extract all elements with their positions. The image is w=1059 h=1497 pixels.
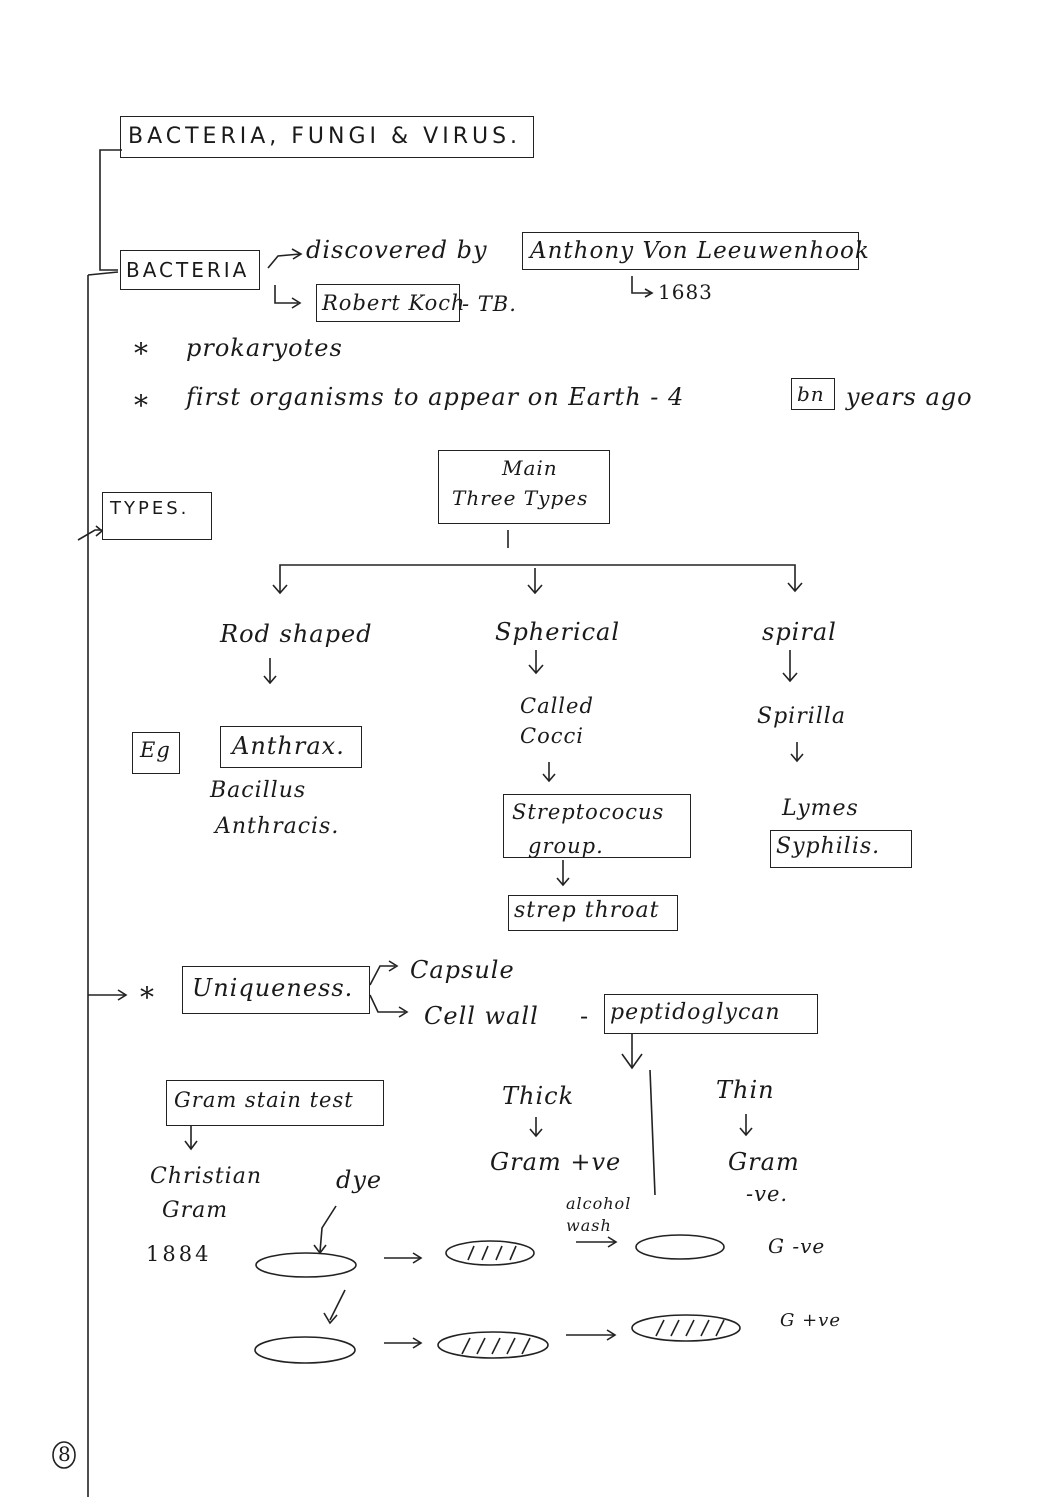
eg-label: Eg xyxy=(140,738,171,762)
gram-positive: Gram +ve xyxy=(490,1148,622,1176)
bacillus-line2: Anthracis. xyxy=(215,814,340,839)
billion-abbrev: bn xyxy=(797,382,825,406)
strep-line1: Streptococus xyxy=(512,800,665,824)
cell-stained-2 xyxy=(437,1331,549,1359)
peptidoglycan-box xyxy=(604,994,818,1034)
strep-line2: group. xyxy=(528,834,604,858)
cell-wall-dash: - xyxy=(580,1002,590,1030)
gram-stain-box xyxy=(166,1080,384,1126)
thin: Thin xyxy=(716,1076,775,1104)
cell-decolorized xyxy=(635,1234,725,1260)
dye-label: dye xyxy=(336,1166,383,1194)
capsule: Capsule xyxy=(410,956,515,984)
alcohol-line1: alcohol xyxy=(566,1194,632,1213)
result-gram-positive: G +ve xyxy=(780,1310,842,1331)
gram-stain-label: Gram stain test xyxy=(174,1088,354,1112)
discoverer-name: Anthony Von Leeuwenhook xyxy=(530,238,870,264)
bullet-1: * xyxy=(134,337,149,370)
eg-box xyxy=(132,732,180,774)
spirilla: Spirilla xyxy=(757,704,846,729)
koch-note: - TB. xyxy=(462,292,517,316)
types-label: TYPES. xyxy=(110,498,190,519)
bn-box xyxy=(791,378,835,410)
cell-unstained-1 xyxy=(255,1252,357,1278)
main-types-box xyxy=(438,450,610,524)
peptidoglycan: peptidoglycan xyxy=(610,1000,781,1025)
bracket-title-bacteria xyxy=(99,149,122,271)
gram-negative-line1: Gram xyxy=(728,1148,800,1176)
main-types-line2: Three Types xyxy=(452,486,589,510)
fact-prokaryotes: prokaryotes xyxy=(186,334,343,362)
rod-shaped: Rod shaped xyxy=(220,620,373,648)
main-types-line1: Main xyxy=(502,456,558,480)
strep-throat-box xyxy=(508,895,678,931)
called-line2: Cocci xyxy=(520,724,584,748)
koch-name: Robert Koch xyxy=(322,291,466,315)
spiral: spiral xyxy=(762,618,837,646)
strep-box xyxy=(503,794,691,858)
fact-first-organisms: first organisms to appear on Earth - 4 xyxy=(186,383,685,411)
anthrax: Anthrax. xyxy=(232,732,345,760)
years-ago: years ago xyxy=(846,383,973,411)
bacteria-label: BACTERIA xyxy=(126,258,250,282)
strep-throat: strep throat xyxy=(514,898,660,923)
thick: Thick xyxy=(502,1082,575,1110)
cell-unstained-2 xyxy=(254,1336,356,1364)
cell-wall: Cell wall xyxy=(424,1002,539,1030)
gram-year: 1884 xyxy=(146,1242,212,1266)
result-gram-negative: G -ve xyxy=(768,1234,826,1258)
page-title: BACTERIA, FUNGI & VIRUS. xyxy=(128,124,522,149)
title-box xyxy=(120,116,534,158)
syphilis: Syphilis. xyxy=(776,834,881,859)
alcohol-line2: wash xyxy=(566,1216,612,1235)
page-number-circle xyxy=(52,1441,76,1469)
anthrax-box xyxy=(220,726,362,768)
christian-line2: Gram xyxy=(162,1198,229,1223)
uniqueness-label: Uniqueness. xyxy=(192,974,354,1002)
lymes: Lymes xyxy=(782,796,859,821)
cell-retained-stain xyxy=(631,1314,741,1342)
bullet-2: * xyxy=(134,389,149,422)
called-line1: Called xyxy=(520,694,594,718)
bacillus-line1: Bacillus xyxy=(210,778,307,803)
koch-box xyxy=(316,284,460,322)
cell-stained-1 xyxy=(445,1240,535,1266)
uniqueness-box xyxy=(182,966,370,1014)
bullet-uniqueness: * xyxy=(140,981,155,1014)
gram-negative-line2: -ve. xyxy=(746,1182,789,1206)
christian-line1: Christian xyxy=(150,1164,263,1189)
spherical: Spherical xyxy=(495,618,621,646)
page-number: 8 xyxy=(58,1442,72,1466)
bacteria-box xyxy=(120,250,260,290)
types-box xyxy=(102,492,212,540)
discoverer-box xyxy=(522,232,859,270)
discovered-text: discovered by xyxy=(306,236,488,264)
syphilis-box xyxy=(770,830,912,868)
discovery-year: 1683 xyxy=(658,280,713,304)
